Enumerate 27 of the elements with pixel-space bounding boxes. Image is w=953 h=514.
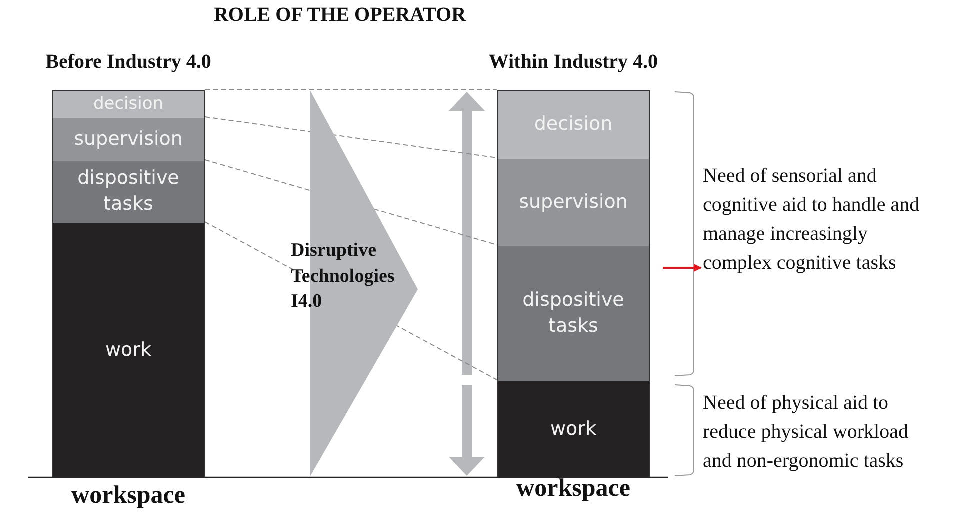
dashed-connector <box>204 116 498 158</box>
segment-label: work <box>104 338 152 363</box>
note-text: Need of sensorial and cognitive aid to handle and manage increasingly complex cognitive tasks <box>703 162 939 278</box>
pointer-arrow <box>663 264 702 272</box>
segment-label: work <box>550 416 598 442</box>
column-heading: Before Industry 4.0 <box>44 51 212 74</box>
stack-segment <box>498 91 649 159</box>
segment-label: dispositive tasks <box>76 166 180 217</box>
chevron-arrow <box>310 90 418 477</box>
segment-label: decision <box>533 112 614 138</box>
stack-segment <box>53 91 204 118</box>
note-text: Need of physical aid to reduce physical workload and non-ergonomic tasks <box>703 389 941 476</box>
stack-segment <box>498 381 649 478</box>
segment-label: supervision <box>73 126 184 152</box>
stack-segment <box>498 246 649 381</box>
column-caption: workspace <box>70 482 186 510</box>
stack-segment <box>53 118 204 161</box>
column-caption: workspace <box>516 475 632 503</box>
stack-segment <box>53 161 204 223</box>
stack-segment <box>53 223 204 478</box>
segment-label: decision <box>92 93 165 116</box>
edge-label: Disruptive Technologies I4.0 <box>291 239 396 314</box>
stack-segment <box>498 159 649 246</box>
column-heading: Within Industry 4.0 <box>488 51 660 74</box>
segment-label: supervision <box>518 190 629 215</box>
title: ROLE OF THE OPERATOR <box>212 4 468 27</box>
segment-label: dispositive tasks <box>522 288 626 338</box>
